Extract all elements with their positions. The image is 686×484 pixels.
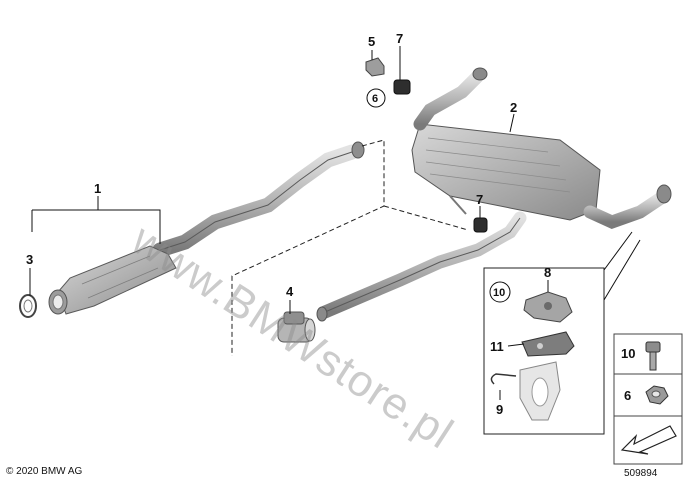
bracket-part-11 [521, 331, 575, 357]
callout-9: 9 [496, 402, 503, 417]
rear-muffler-part-2 [411, 67, 672, 230]
bracket-part-8 [523, 291, 573, 323]
callout-6-circle [366, 88, 386, 108]
front-pipe-part-1 [48, 141, 365, 315]
callout-10: 10 [493, 287, 505, 299]
legend-label-10: 10 [621, 346, 635, 361]
callout-8: 8 [544, 265, 551, 280]
callout-7-middle: 7 [476, 192, 483, 207]
legend-box [613, 333, 683, 465]
detail-box [483, 231, 641, 435]
dashed-connection-lines [231, 139, 469, 356]
bolt-icon [645, 341, 661, 371]
rubber-mount-part-7-top [393, 79, 411, 95]
callout-11: 11 [490, 339, 504, 354]
callout-5: 5 [368, 34, 375, 49]
hanger-rubber-part-9 [519, 361, 561, 421]
callout-7-top: 7 [396, 31, 403, 46]
center-pipe [316, 211, 527, 322]
clip-part-9 [490, 373, 517, 385]
leader-lines [29, 46, 549, 400]
legend-label-6: 6 [624, 388, 631, 403]
callout-2: 2 [510, 100, 517, 115]
callout-3: 3 [26, 252, 33, 267]
gasket-part-3 [19, 294, 37, 318]
callout-6: 6 [372, 93, 378, 105]
callout-10-circle [489, 281, 511, 303]
bracket-part-5 [365, 57, 385, 77]
callout-4: 4 [286, 284, 294, 299]
clamp-part-4 [277, 311, 316, 343]
copyright-text: © 2020 BMW AG [6, 466, 83, 477]
callout-1: 1 [94, 181, 101, 196]
diagram-number: 509894 [624, 468, 658, 479]
direction-arrow-icon [620, 425, 677, 455]
rubber-mount-part-7-middle [473, 217, 488, 233]
hex-nut-icon [645, 385, 669, 405]
